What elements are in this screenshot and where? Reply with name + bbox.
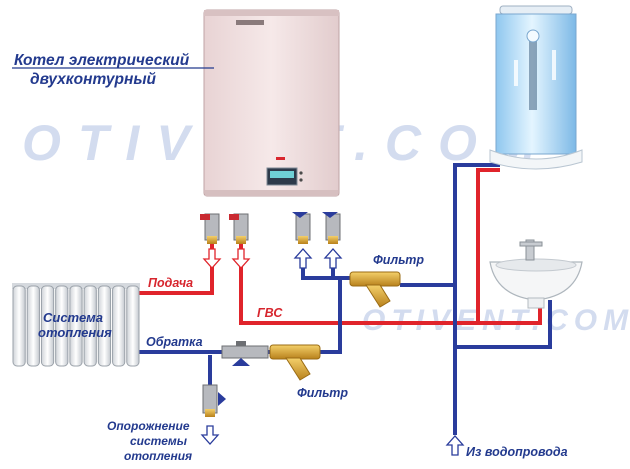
drain-valve-icon [202,384,226,417]
cold-to-boiler-left [301,250,350,280]
arrow-down-dhw [231,248,251,269]
boiler-valves [200,212,341,244]
drain-label-line2: системы [130,434,188,448]
dhw-pipe [239,240,542,325]
radiator-section [69,285,83,367]
radiator-section [55,285,69,367]
arrow-down-supply [202,248,222,269]
water-supply-label: Из водопровода [466,445,568,459]
radiator-section [83,285,97,367]
radiator-section [40,285,55,367]
heating-label-line2: отопления [38,325,112,340]
arrow-down-drain [200,425,220,445]
heating-label-line1: Система [43,310,103,325]
radiator-section [126,285,140,367]
radiator-section [97,285,112,367]
dhw-riser-to-shower [476,168,500,323]
flow-arrows [202,248,343,269]
radiator-section [26,285,40,367]
boiler-label-line2: двухконтурный [30,71,157,88]
return-label: Обратка [146,335,203,349]
boiler-label-line1: Котел электрический [14,52,190,69]
filter-bottom-label: Фильтр [297,386,348,400]
filter-top-icon [349,271,401,308]
filter-bottom-icon [269,344,321,381]
dhw-label: ГВС [257,306,283,320]
watermark-bottom: OTIVENT.COM [362,304,630,337]
boiler-indicator [276,157,285,160]
arrow-up-water-inlet [445,435,465,456]
cold-to-sink [455,300,552,349]
supply-label: Подача [148,276,193,290]
arrow-up-cold [323,248,343,269]
boiler-logo [236,20,264,25]
shower-cabin-icon [489,5,583,170]
return-valve-icon [221,341,269,366]
filter-top-label: Фильтр [373,253,424,267]
arrow-up-return [293,248,313,269]
radiator-section [112,285,126,367]
drain-label-line1: Опорожнение [107,419,190,433]
radiator-icon [12,283,140,367]
sink-icon [489,239,583,309]
electric-boiler [203,9,340,197]
drain-label-line3: отопления [124,449,192,463]
radiator-section [12,285,26,367]
